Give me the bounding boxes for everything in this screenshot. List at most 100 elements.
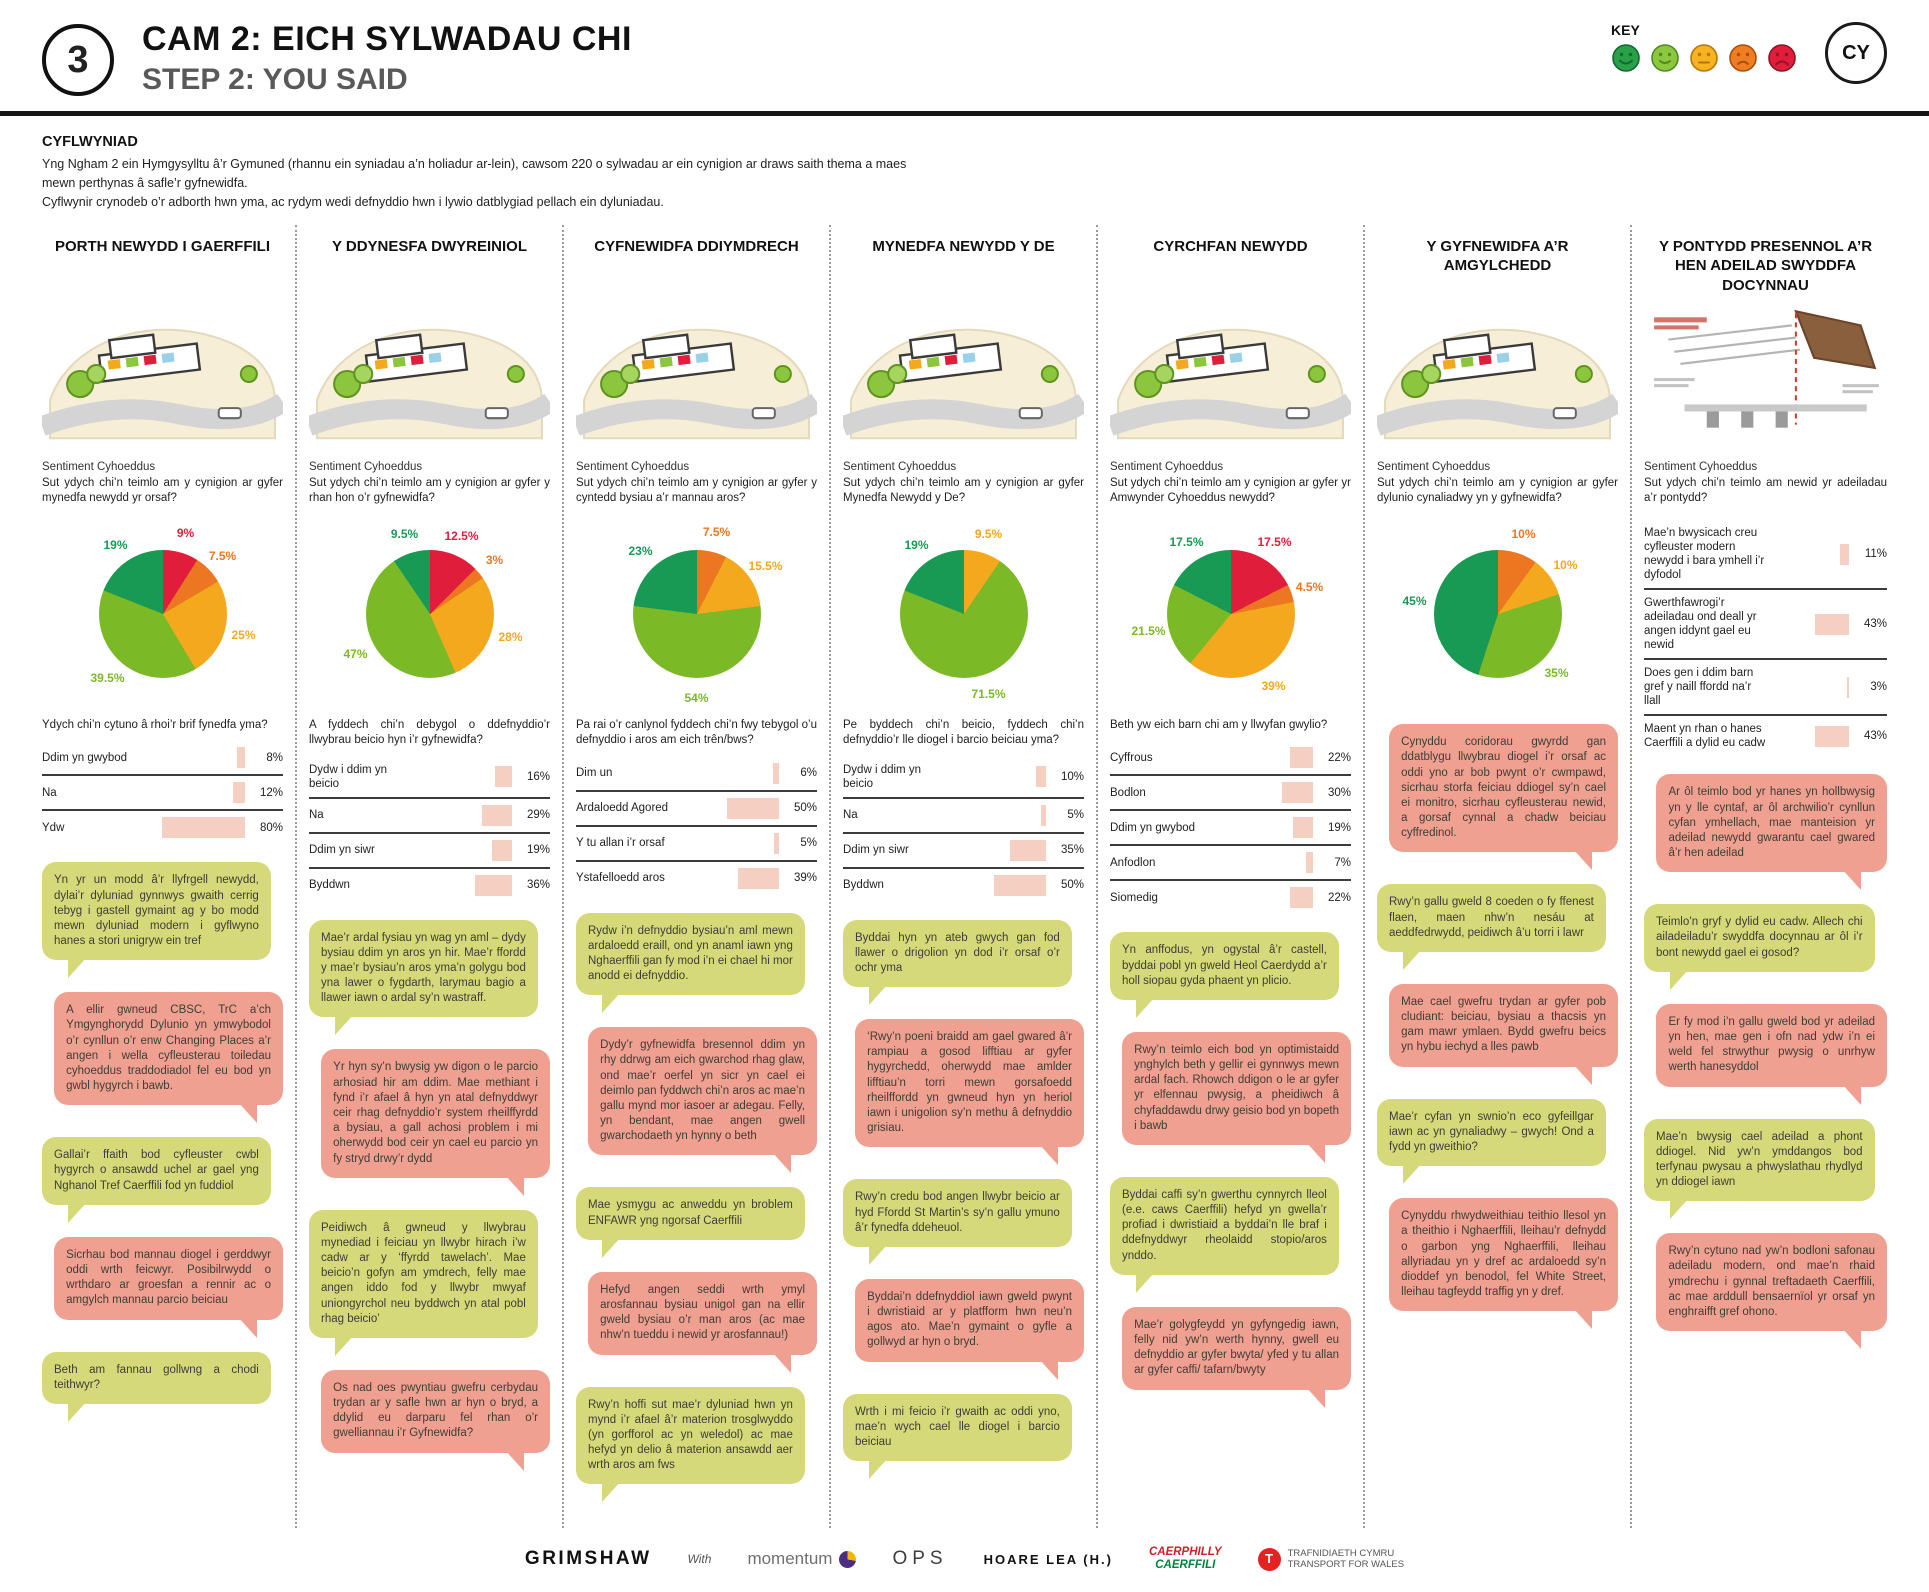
theme-column-6: Y GYFNEWIDFA A’R AMGYLCHEDD (1365, 225, 1632, 1529)
comment-bubble-yellow: Mae’n bwysig cael adeilad a phont ddioge… (1644, 1118, 1875, 1219)
poll-bar-fill (1814, 725, 1849, 747)
poll-bar-track (1209, 852, 1313, 874)
poll-bar-fill (492, 839, 512, 861)
theme-column-2: Y DDYNESFA DWYREINIOL Senti (297, 225, 564, 1529)
sentiment-label: Sentiment Cyhoeddus (309, 461, 423, 474)
poll-bar-track (408, 804, 512, 826)
poll-bar-track (675, 832, 779, 854)
station-sketch-image (1106, 328, 1357, 440)
comment-text: Dydy’r gyfnewidfa bresennol ddim yn rhy … (600, 1039, 805, 1143)
poll-percentage: 35% (1060, 844, 1084, 857)
poll-bar-row: Ystafelloedd aros 39% (576, 862, 817, 895)
pie-slice-label: 45% (1402, 594, 1427, 609)
poll-bar-fill (1846, 676, 1849, 698)
language-toggle-button[interactable]: CY (1825, 22, 1887, 84)
poll-option-label: Na (42, 786, 57, 799)
poll-option-label: Dim un (576, 767, 613, 780)
theme-columns: PORTH NEWYDD I GAERFFILI Se (30, 225, 1899, 1529)
poll-bar-row: Na 29% (309, 799, 550, 834)
sentiment-label: Sentiment Cyhoeddus (1110, 461, 1224, 474)
comment-bubble-yellow: Rwy’n credu bod angen llwybr beicio ar h… (843, 1179, 1072, 1265)
concept-illustration (305, 299, 556, 449)
poll-bar-fill (1040, 804, 1046, 826)
poll-bar-chart: Dim un 6% Ardaloedd Agored 50% Y tu alla… (576, 757, 817, 895)
caerphilly-welsh: CAERFFILI (1155, 1559, 1216, 1572)
comment-bubbles: Rydw i’n defnyddio bysiau’n aml mewn ard… (576, 912, 817, 1517)
poll-bar-row: Byddwn 36% (309, 869, 550, 902)
sentiment-label: Sentiment Cyhoeddus (843, 461, 957, 474)
poll-bar-fill (236, 747, 245, 769)
poll-percentage: 22% (1327, 751, 1351, 764)
momentum-wordmark: momentum (747, 1549, 833, 1569)
poll-bar-track (141, 782, 245, 804)
pie-slice-label: 12.5% (444, 529, 479, 544)
momentum-dot-icon (839, 1550, 857, 1568)
poll-option-label: Anfodlon (1110, 856, 1156, 869)
sentiment-label: Sentiment Cyhoeddus (576, 461, 690, 474)
poll-percentage: 3% (1870, 681, 1887, 694)
comment-text: Rwy’n cytuno nad yw’n bodloni safonau ad… (1668, 1245, 1875, 1318)
concept-illustration (839, 299, 1090, 449)
poll-bar-row: Byddwn 50% (843, 869, 1084, 902)
poll-bar-fill (161, 817, 245, 839)
poll-percentage: 50% (793, 802, 817, 815)
pie-slice-label: 39% (1261, 679, 1286, 694)
pie-slice-label: 10% (1511, 527, 1536, 542)
pie-slice-label: 71.5% (971, 687, 1006, 702)
poll-option-label: Maent yn rhan o hanes Caerffili a dylid … (1644, 723, 1766, 750)
comment-text: Byddai hyn yn ateb gwych gan fod llawer … (855, 931, 1060, 974)
poll-option-label: Dydw i ddim yn beicio (843, 763, 921, 790)
station-sketch-image (839, 328, 1090, 440)
poll-bar-fill (1305, 852, 1313, 874)
poll-bar-track (141, 747, 245, 769)
key-faces (1611, 43, 1797, 73)
comment-text: Os nad oes pwyntiau gwefru cerbydau tryd… (333, 1381, 538, 1440)
pie-slice-label: 19% (904, 538, 929, 553)
poll-bar-track (1209, 887, 1313, 909)
poll-bar-chart: Mae’n bwysicach creu cyfleuster modern n… (1644, 520, 1887, 756)
pie-slice-label: 3% (485, 553, 504, 568)
caerphilly-english: CAERPHILLY (1148, 1546, 1222, 1559)
poll-bar-fill (1840, 543, 1849, 565)
comment-text: Beth am fannau gollwng a chodi teithwyr? (54, 1363, 259, 1391)
step-number-badge: 3 (42, 24, 114, 96)
comment-bubble-yellow: Rwy’n hoffi sut mae’r dyluniad hwn yn my… (576, 1386, 805, 1503)
comment-text: Yr hyn sy’n bwysig yw digon o le parcio … (333, 1061, 538, 1165)
pie-slice-label: 15.5% (748, 559, 783, 574)
poll-bar-fill (1290, 747, 1313, 769)
theme-column-5: CYRCHFAN NEWYDD Sentiment C (1098, 225, 1365, 1529)
comment-text: Ar ôl teimlo bod yr hanes yn hollbwysig … (1668, 786, 1875, 860)
theme-column-7: Y PONTYDD PRESENNOL A’R HEN ADEILAD SWYD… (1632, 225, 1899, 1528)
poll-option-label: Mae’n bwysicach creu cyfleuster modern n… (1644, 527, 1765, 582)
poll-option-label: Ddim yn siwr (309, 844, 375, 857)
poll-bar-track (942, 804, 1046, 826)
poll-bar-fill (474, 874, 512, 896)
comment-text: Mae ysmygu ac anweddu yn broblem ENFAWR … (588, 1199, 793, 1227)
poll-bar-track (675, 867, 779, 889)
comment-text: Yn anffodus, yn ogystal â’r castell, byd… (1122, 944, 1327, 987)
poll-percentage: 12% (259, 786, 283, 799)
caerphilly-council-logo: CAERPHILLY CAERFFILI (1149, 1546, 1222, 1571)
pie-disc (1433, 550, 1562, 679)
partner-logos-footer: GRIMSHAW With momentum OPS HOARE LEA (H.… (0, 1528, 1929, 1591)
key-face-very-happy-icon (1612, 44, 1640, 72)
poll-bar-fill (232, 782, 245, 804)
pie-slice-label: 7.5% (702, 525, 731, 540)
sentiment-pie-chart: 12.5%3%28%47%9.5% (309, 522, 550, 710)
poll-bar-track (1770, 613, 1849, 635)
concept-illustration (1373, 299, 1624, 449)
comment-bubble-yellow: Wrth i mi feicio i’r gwaith ac oddi yno,… (843, 1393, 1072, 1479)
column-title: Y DDYNESFA DWYREINIOL (331, 238, 528, 256)
comment-bubbles: Yn yr un modd â’r llyfrgell newydd, dyla… (42, 862, 283, 1435)
comment-bubble-pink: Mae’r golygfeydd yn gyfyngedig iawn, fel… (1122, 1306, 1351, 1408)
poll-option-label: Na (843, 809, 858, 822)
comment-bubble-yellow: Rydw i’n defnyddio bysiau’n aml mewn ard… (576, 912, 805, 1013)
pie-slice-label: 21.5% (1131, 624, 1166, 639)
comment-bubble-yellow: Byddai hyn yn ateb gwych gan fod llawer … (843, 919, 1072, 1005)
poll-bar-row: Dim un 6% (576, 757, 817, 792)
sentiment-question: Sut ydych chi’n teimlo am y cynigion ar … (843, 477, 1084, 505)
poll-bar-fill (727, 797, 779, 819)
ops-logo: OPS (892, 1548, 948, 1570)
comment-bubble-pink: Er fy mod i’n gallu gweld bod yr adeilad… (1656, 1003, 1887, 1105)
introduction: CYFLWYNIAD Yng Ngham 2 ein Hymgysylltu â… (0, 116, 1929, 215)
